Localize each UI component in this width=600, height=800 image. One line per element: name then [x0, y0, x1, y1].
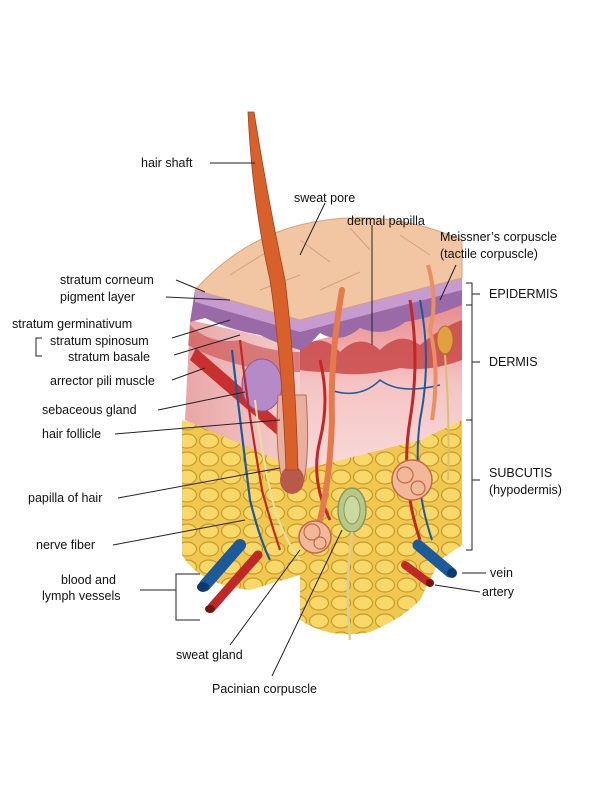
label-blood-lymph-1: blood and — [61, 573, 116, 587]
leader-lines — [35, 162, 486, 677]
nerve-fiber — [254, 399, 301, 561]
label-hair-shaft: hair shaft — [141, 156, 193, 170]
label-sweat-gland: sweat gland — [176, 648, 243, 662]
skin-surface — [194, 217, 463, 321]
label-meissner-2: (tactile corpuscle) — [440, 247, 538, 261]
label-artery: artery — [482, 585, 515, 599]
label-vein: vein — [490, 566, 513, 580]
label-stratum-corneum: stratum corneum — [60, 273, 154, 287]
hair-shaft — [247, 111, 299, 471]
large-blood-vessels — [197, 539, 457, 613]
label-sweat-pore: sweat pore — [294, 191, 355, 205]
label-stratum-basale: stratum basale — [68, 350, 150, 364]
label-subcutis-2: (hypodermis) — [489, 483, 562, 497]
label-papilla-of-hair: papilla of hair — [28, 491, 102, 505]
pacinian-corpuscle — [337, 487, 367, 641]
label-subcutis-1: SUBCUTIS — [489, 466, 552, 480]
label-meissner-1: Meissner’s corpuscle — [440, 230, 557, 244]
label-dermal-papilla: dermal papilla — [347, 214, 425, 228]
label-pacinian-corpuscle: Pacinian corpuscle — [212, 682, 317, 696]
sweat-duct — [317, 287, 345, 523]
label-epidermis: EPIDERMIS — [489, 287, 558, 301]
sweat-gland-coil — [298, 459, 433, 554]
label-sebaceous-gland: sebaceous gland — [42, 403, 137, 417]
label-stratum-spinosum: stratum spinosum — [50, 334, 149, 348]
label-nerve-fiber: nerve fiber — [36, 538, 95, 552]
label-arrector-pili: arrector pili muscle — [50, 374, 155, 388]
label-stratum-germinativum: stratum germinativum — [12, 317, 132, 331]
labels: hair shaft sweat pore dermal papilla Mei… — [12, 156, 562, 696]
label-hair-follicle: hair follicle — [42, 427, 101, 441]
meissners-corpuscle — [426, 264, 454, 481]
label-dermis: DERMIS — [489, 355, 538, 369]
label-pigment-layer: pigment layer — [60, 290, 135, 304]
arrector-pili-muscle — [190, 348, 290, 440]
label-blood-lymph-2: lymph vessels — [42, 589, 121, 603]
